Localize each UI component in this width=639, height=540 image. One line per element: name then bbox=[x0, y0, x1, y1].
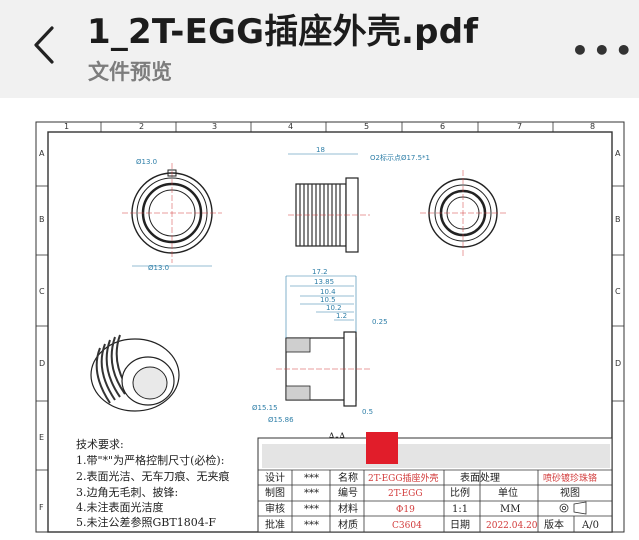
col-label: 2 bbox=[139, 122, 144, 131]
notes-item: 5.未注公差参照GBT1804-F bbox=[76, 515, 216, 529]
chevron-left-icon[interactable] bbox=[26, 22, 66, 68]
tb-cell: 比例 bbox=[450, 486, 470, 499]
isometric-view bbox=[90, 334, 180, 412]
front-view-right bbox=[420, 170, 506, 256]
tb-cell: *** bbox=[304, 504, 319, 515]
tb-cell: 2T-EGG bbox=[388, 489, 423, 499]
row-label: B bbox=[39, 215, 45, 224]
tb-cell: 制图 bbox=[265, 486, 285, 499]
col-label: 6 bbox=[440, 122, 445, 131]
row-label: E bbox=[39, 433, 44, 442]
tb-cell: 名称 bbox=[338, 471, 358, 484]
projection-symbol-icon bbox=[559, 501, 587, 515]
section-view: 17.2 13.85 10.4 10.5 10.2 1.2 0.25 Ø15.1… bbox=[252, 268, 388, 443]
tb-cell: 喷砂镀珍珠铬 bbox=[543, 472, 597, 484]
file-title: 1_2T-EGG插座外壳.pdf bbox=[87, 12, 479, 52]
tb-cell: 2022.04.20 bbox=[486, 521, 538, 531]
side-view: 18 O2标示点Ø17.5*1 bbox=[288, 146, 430, 253]
tb-cell: 批准 bbox=[265, 518, 285, 531]
dim-label: 18 bbox=[316, 146, 325, 154]
dim-label: Ø13.0 bbox=[136, 158, 157, 166]
dim-label: 10.2 bbox=[326, 304, 342, 312]
dim-label: Ø13.0 bbox=[148, 264, 169, 272]
col-label: 4 bbox=[288, 122, 293, 131]
dim-label: 13.85 bbox=[314, 278, 334, 286]
tb-cell: *** bbox=[304, 473, 319, 484]
dim-label: 10.4 bbox=[320, 288, 336, 296]
dim-label: 10.5 bbox=[320, 296, 336, 304]
tb-cell: 表面处理 bbox=[460, 471, 500, 484]
tb-cell: 编号 bbox=[338, 486, 358, 499]
row-label: A bbox=[39, 149, 45, 158]
tb-cell: 日期 bbox=[450, 519, 470, 531]
tb-cell: 单位 bbox=[498, 486, 518, 499]
row-labels: A B C D E F A B C D bbox=[39, 149, 621, 512]
tb-cell: MM bbox=[500, 504, 520, 515]
row-label: A bbox=[615, 149, 621, 158]
dim-label: Ø15.86 bbox=[268, 416, 294, 424]
col-label: 5 bbox=[364, 122, 369, 131]
app-header: 1_2T-EGG插座外壳.pdf 文件预览 ••• bbox=[0, 0, 639, 98]
notes-item: 3.边角无毛刺、披锋: bbox=[76, 485, 178, 499]
tb-cell: *** bbox=[304, 488, 319, 499]
tb-cell: Φ19 bbox=[396, 505, 415, 515]
dim-label: Ø15.15 bbox=[252, 404, 278, 412]
front-view-left bbox=[122, 163, 222, 263]
title-block: 设计 *** 名称 2T-EGG插座外壳 表面处理 喷砂镀珍珠铬 制图 *** … bbox=[257, 432, 613, 533]
tb-cell: 2T-EGG插座外壳 bbox=[368, 472, 439, 484]
tb-cell: 1:1 bbox=[452, 504, 468, 515]
notes-item: 2.表面光洁、无车刀痕、无夹痕 bbox=[76, 469, 230, 483]
tb-cell: 审核 bbox=[265, 502, 285, 515]
row-label: B bbox=[615, 215, 621, 224]
row-label: C bbox=[615, 287, 621, 296]
row-label: F bbox=[39, 503, 44, 512]
tb-cell: 材质 bbox=[338, 518, 358, 531]
row-label: D bbox=[615, 359, 621, 368]
file-subtitle: 文件预览 bbox=[88, 60, 172, 84]
notes-item: 1.带"*"为严格控制尺寸(必检): bbox=[76, 453, 224, 467]
dim-label: O2标示点Ø17.5*1 bbox=[370, 153, 430, 162]
col-label: 3 bbox=[212, 122, 217, 131]
col-label: 8 bbox=[590, 122, 595, 131]
dim-label: 1.2 bbox=[336, 312, 347, 320]
column-labels: 1 2 3 4 5 6 7 8 bbox=[64, 122, 595, 131]
tb-cell: 设计 bbox=[265, 471, 285, 484]
col-label: 1 bbox=[64, 122, 69, 131]
notes-item: 4.未注表面光洁度 bbox=[76, 500, 164, 514]
tb-cell: *** bbox=[304, 520, 319, 531]
technical-notes: 技术要求: 1.带"*"为严格控制尺寸(必检): 2.表面光洁、无车刀痕、无夹痕… bbox=[76, 438, 230, 529]
tb-cell: 版本 bbox=[544, 518, 564, 531]
tb-cell: 材料 bbox=[338, 502, 358, 515]
col-label: 7 bbox=[517, 122, 522, 131]
pdf-page: 1 2 3 4 5 6 7 8 A B C D E F A B C D bbox=[35, 121, 625, 533]
notes-title: 技术要求: bbox=[76, 438, 124, 451]
tb-cell: 视图 bbox=[560, 486, 580, 499]
tb-cell: C3604 bbox=[392, 521, 422, 531]
dim-label: 0.25 bbox=[372, 318, 388, 326]
dim-label: 0.5 bbox=[362, 408, 373, 416]
row-label: D bbox=[39, 359, 45, 368]
tb-cell: A/0 bbox=[581, 520, 599, 531]
row-label: C bbox=[39, 287, 45, 296]
dim-label: 17.2 bbox=[312, 268, 328, 276]
more-horizontal-icon[interactable]: ••• bbox=[571, 34, 637, 67]
